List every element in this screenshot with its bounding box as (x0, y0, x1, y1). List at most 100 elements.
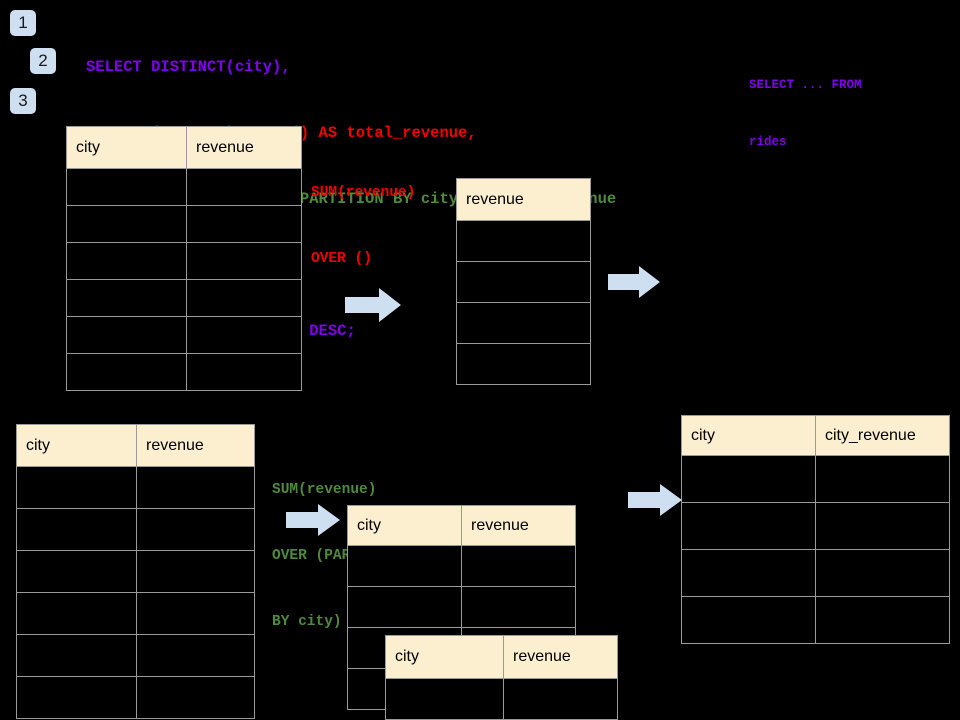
table-cell (503, 678, 618, 720)
table-cell (66, 316, 187, 354)
annotation-city-revenue: SUM(revenue) OVER (PARTITION BY city) (272, 435, 403, 677)
step-badge-3: 3 (10, 88, 36, 114)
table-cell (815, 549, 950, 597)
table-cell (456, 261, 591, 303)
annotation-total-revenue-line-2: OVER () (311, 251, 372, 267)
table-header-row: city revenue (347, 505, 576, 546)
table-source-bottom: city revenue (16, 424, 255, 719)
step-badge-1: 1 (10, 10, 36, 36)
step-badge-2: 2 (30, 48, 56, 74)
table-result: city city_revenue (681, 415, 950, 644)
arrow-source-to-partition (286, 504, 340, 536)
table-row (16, 508, 255, 551)
table-cell (681, 549, 816, 597)
table-cell (456, 220, 591, 262)
table-row (681, 502, 950, 550)
table-cell (136, 508, 255, 551)
annotation-city-revenue-line-3: BY city) (272, 614, 342, 630)
table-cell (16, 592, 137, 635)
table-cell (66, 205, 187, 243)
table-cell (815, 596, 950, 644)
table-cell (347, 586, 462, 628)
table-cell (461, 586, 576, 628)
arrow-partition-to-result (628, 484, 682, 516)
table-row (66, 168, 302, 206)
table-cell (136, 466, 255, 509)
table-row (385, 678, 618, 720)
annotation-total-revenue: SUM(revenue) OVER () (311, 138, 415, 314)
table-header-row: city city_revenue (681, 415, 950, 456)
column-header-revenue: revenue (136, 424, 255, 467)
column-header-city: city (681, 415, 816, 456)
table-cell (16, 634, 137, 677)
table-row (456, 261, 591, 303)
column-header-revenue: revenue (456, 178, 591, 221)
arrow-source-to-total (345, 288, 401, 322)
table-cell (186, 242, 302, 280)
table-row (66, 316, 302, 354)
table-cell (461, 545, 576, 587)
column-header-city-revenue: city_revenue (815, 415, 950, 456)
column-header-revenue: revenue (503, 635, 618, 679)
table-cell (681, 502, 816, 550)
table-cell (456, 302, 591, 344)
annotation-total-revenue-line-1: SUM(revenue) (311, 185, 416, 201)
column-header-city: city (16, 424, 137, 467)
table-cell (186, 353, 302, 391)
table-row (66, 353, 302, 391)
column-header-city: city (66, 126, 187, 169)
table-cell (347, 545, 462, 587)
table-row (66, 242, 302, 280)
table-total-revenue: revenue (456, 178, 591, 385)
table-cell (681, 596, 816, 644)
table-row (347, 586, 576, 628)
table-cell (66, 353, 187, 391)
table-cell (16, 466, 137, 509)
table-row (16, 634, 255, 677)
column-header-revenue: revenue (186, 126, 302, 169)
table-cell (66, 242, 187, 280)
table-cell (16, 550, 137, 593)
table-header-row: revenue (456, 178, 591, 221)
sql-line-1: SELECT DISTINCT(city), (86, 58, 291, 76)
column-header-city: city (385, 635, 504, 679)
table-cell (681, 455, 816, 503)
table-row (681, 455, 950, 503)
table-cell (385, 678, 504, 720)
side-note-line-1: SELECT ... FROM (749, 78, 862, 92)
table-cell (66, 168, 187, 206)
table-source-top: city revenue (66, 126, 302, 391)
table-row (681, 596, 950, 644)
table-cell (16, 508, 137, 551)
table-row (16, 550, 255, 593)
table-cell (186, 205, 302, 243)
table-partition-front: city revenue (385, 635, 618, 720)
arrow-total-to-result (608, 266, 660, 298)
side-note-line-2: rides (749, 135, 787, 149)
table-cell (66, 279, 187, 317)
table-cell (136, 592, 255, 635)
table-cell (136, 634, 255, 677)
table-header-row: city revenue (16, 424, 255, 467)
table-header-row: city revenue (66, 126, 302, 169)
table-cell (815, 502, 950, 550)
table-row (16, 466, 255, 509)
table-row (347, 545, 576, 587)
column-header-city: city (347, 505, 462, 546)
annotation-city-revenue-line-1: SUM(revenue) (272, 482, 377, 498)
table-row (16, 592, 255, 635)
table-row (66, 279, 302, 317)
table-row (66, 205, 302, 243)
table-row (456, 343, 591, 385)
table-cell (136, 676, 255, 719)
column-header-revenue: revenue (461, 505, 576, 546)
table-cell (815, 455, 950, 503)
table-cell (456, 343, 591, 385)
table-row (16, 676, 255, 719)
table-cell (186, 168, 302, 206)
table-row (681, 549, 950, 597)
table-cell (186, 279, 302, 317)
table-row (456, 220, 591, 262)
side-note-select-from-rides: SELECT ... FROM rides (749, 38, 862, 190)
